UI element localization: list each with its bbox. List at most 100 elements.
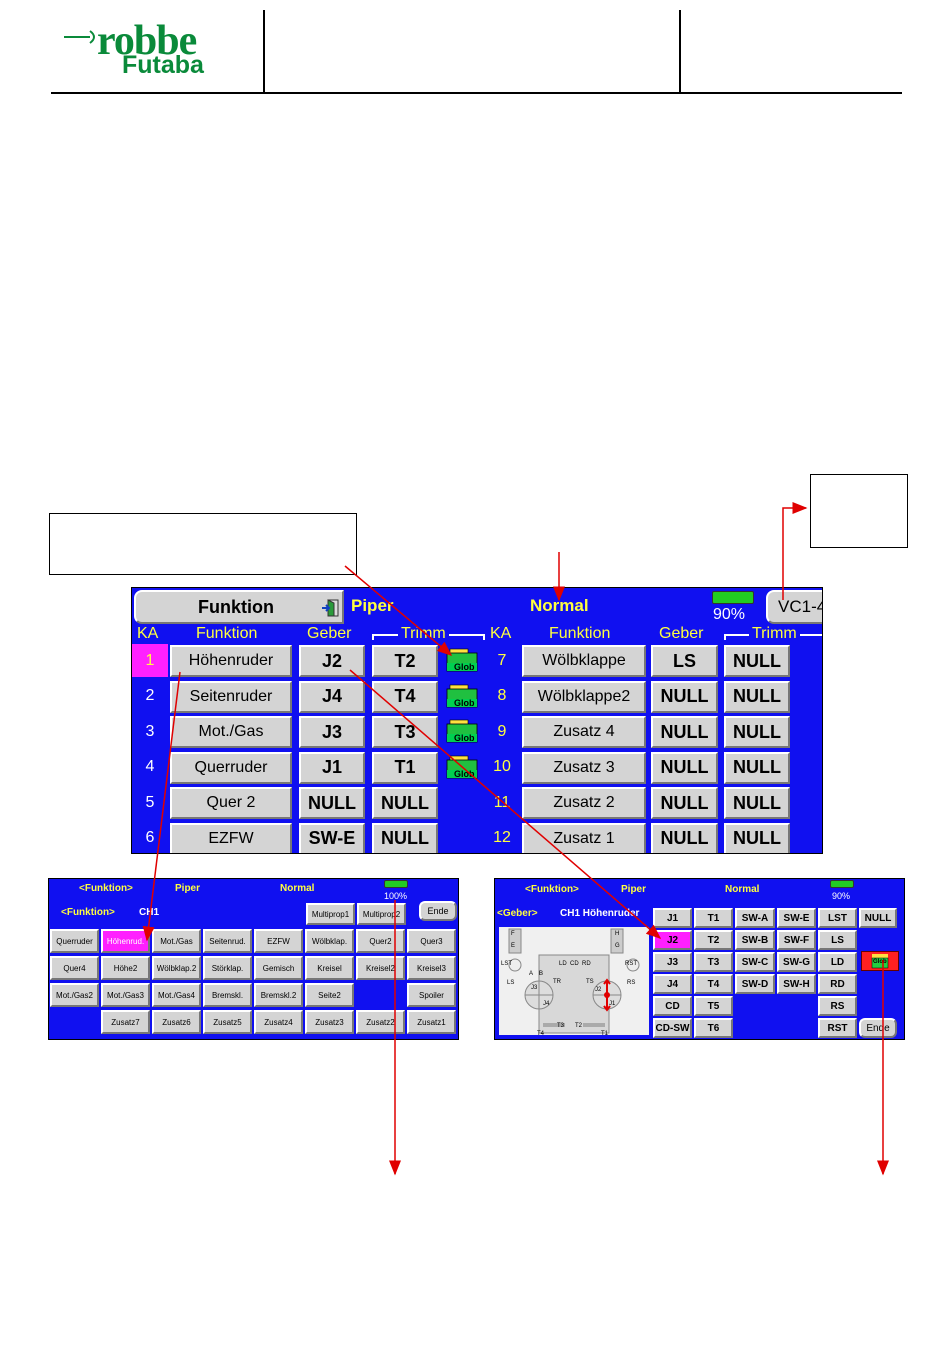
vc-button[interactable]: VC1-4 [766,590,822,624]
glob-icon-1[interactable]: Glob [444,648,480,674]
trimm-button-6[interactable]: NULL [372,822,438,853]
gs-geber-button[interactable]: RS [818,996,857,1016]
gs-geber-button[interactable]: CD [653,996,692,1016]
glob-icon-2[interactable]: Glob [444,684,480,710]
gs-geber-button[interactable]: SW-F [777,930,816,950]
fs-function-button[interactable]: Mot./Gas4 [152,983,201,1007]
fs-function-button[interactable]: Bremskl.2 [254,983,303,1007]
trimm-button-10[interactable]: NULL [724,751,790,784]
geber-button-10[interactable]: NULL [651,751,718,784]
gs-geber-button[interactable]: SW-B [735,930,775,950]
trimm-button-12[interactable]: NULL [724,822,790,853]
glob-icon-3[interactable]: Glob [444,719,480,745]
funktion-button-2[interactable]: Seitenruder [170,680,292,713]
fs-multiprop2-button[interactable]: Multiprop2 [357,903,406,925]
funktion-title-button[interactable]: Funktion [134,590,344,624]
gs-geber-button[interactable]: SW-E [777,908,816,928]
fs-ende-button[interactable]: Ende [419,901,457,921]
funktion-button-6[interactable]: EZFW [170,822,292,853]
fs-function-button[interactable]: Wölbklap. [305,929,354,953]
gs-geber-button[interactable]: T5 [694,996,733,1016]
fs-function-button[interactable]: Zusatz2 [356,1010,405,1034]
geber-button-7[interactable]: LS [651,645,718,677]
gs-geber-button[interactable]: SW-D [735,974,775,994]
trimm-button-7[interactable]: NULL [724,645,790,677]
fs-function-button[interactable]: Zusatz6 [152,1010,201,1034]
gs-geber-button[interactable]: J3 [653,952,692,972]
fs-function-button[interactable]: Spoiler [407,983,456,1007]
gs-geber-button[interactable]: T2 [694,930,733,950]
gs-geber-button[interactable]: CD-SW [653,1018,692,1038]
fs-function-button[interactable]: Zusatz7 [101,1010,150,1034]
gs-geber-button[interactable]: NULL [859,908,897,928]
trimm-button-1[interactable]: T2 [372,645,438,677]
gs-geber-button[interactable]: LS [818,930,857,950]
fs-function-button[interactable]: Zusatz5 [203,1010,252,1034]
funktion-button-5[interactable]: Quer 2 [170,787,292,819]
fs-function-button[interactable]: Bremskl. [203,983,252,1007]
trimm-button-4[interactable]: T1 [372,751,438,784]
gs-glob-button[interactable]: Glob [861,951,899,971]
geber-button-9[interactable]: NULL [651,716,718,748]
funktion-button-11[interactable]: Zusatz 2 [522,787,646,819]
geber-button-6[interactable]: SW-E [299,822,365,853]
funktion-button-1[interactable]: Höhenruder [170,645,292,677]
gs-ende-button[interactable]: Ende [859,1018,897,1038]
gs-geber-button[interactable]: RD [818,974,857,994]
gs-geber-button[interactable]: J4 [653,974,692,994]
fs-function-button[interactable]: Höhenrud. [101,929,150,953]
geber-button-1[interactable]: J2 [299,645,365,677]
geber-button-8[interactable]: NULL [651,680,718,713]
fs-function-button[interactable]: Kreisel [305,956,354,980]
gs-geber-button[interactable]: SW-C [735,952,775,972]
geber-button-5[interactable]: NULL [299,787,365,819]
gs-geber-button[interactable]: T3 [694,952,733,972]
funktion-button-4[interactable]: Querruder [170,751,292,784]
fs-function-button[interactable]: Quer2 [356,929,405,953]
geber-button-2[interactable]: J4 [299,680,365,713]
funktion-button-10[interactable]: Zusatz 3 [522,751,646,784]
fs-function-button[interactable]: Wölbklap.2 [152,956,201,980]
gs-geber-button[interactable]: J2 [653,930,692,950]
fs-function-button[interactable]: Zusatz3 [305,1010,354,1034]
gs-geber-button[interactable]: SW-G [777,952,816,972]
fs-function-button[interactable]: Mot./Gas2 [50,983,99,1007]
trimm-button-8[interactable]: NULL [724,680,790,713]
fs-multiprop1-button[interactable]: Multiprop1 [306,903,355,925]
fs-function-button[interactable]: Quer4 [50,956,99,980]
gs-geber-button[interactable]: T4 [694,974,733,994]
fs-function-button[interactable]: Seite2 [305,983,354,1007]
gs-geber-button[interactable]: LST [818,908,857,928]
trimm-button-3[interactable]: T3 [372,716,438,748]
geber-button-4[interactable]: J1 [299,751,365,784]
fs-function-button[interactable]: Störklap. [203,956,252,980]
trimm-button-9[interactable]: NULL [724,716,790,748]
funktion-button-7[interactable]: Wölbklappe [522,645,646,677]
fs-function-button[interactable]: Zusatz4 [254,1010,303,1034]
gs-geber-button[interactable]: SW-A [735,908,775,928]
fs-function-button[interactable]: Kreisel2 [356,956,405,980]
gs-geber-button[interactable]: T1 [694,908,733,928]
fs-function-button[interactable]: Seitenrud. [203,929,252,953]
gs-geber-button[interactable]: SW-H [777,974,816,994]
funktion-button-12[interactable]: Zusatz 1 [522,822,646,853]
geber-button-3[interactable]: J3 [299,716,365,748]
fs-function-button[interactable]: Querruder [50,929,99,953]
trimm-button-5[interactable]: NULL [372,787,438,819]
fs-function-button[interactable]: Gemisch [254,956,303,980]
gs-geber-button[interactable]: RST [818,1018,857,1038]
fs-function-button[interactable]: EZFW [254,929,303,953]
gs-geber-button[interactable]: T6 [694,1018,733,1038]
trimm-button-2[interactable]: T4 [372,680,438,713]
fs-function-button[interactable]: Quer3 [407,929,456,953]
fs-function-button[interactable]: Zusatz1 [407,1010,456,1034]
funktion-button-9[interactable]: Zusatz 4 [522,716,646,748]
funktion-button-8[interactable]: Wölbklappe2 [522,680,646,713]
fs-function-button[interactable]: Mot./Gas3 [101,983,150,1007]
gs-geber-button[interactable]: J1 [653,908,692,928]
gs-geber-button[interactable]: LD [818,952,857,972]
geber-button-11[interactable]: NULL [651,787,718,819]
fs-function-button[interactable]: Höhe2 [101,956,150,980]
geber-button-12[interactable]: NULL [651,822,718,853]
trimm-button-11[interactable]: NULL [724,787,790,819]
